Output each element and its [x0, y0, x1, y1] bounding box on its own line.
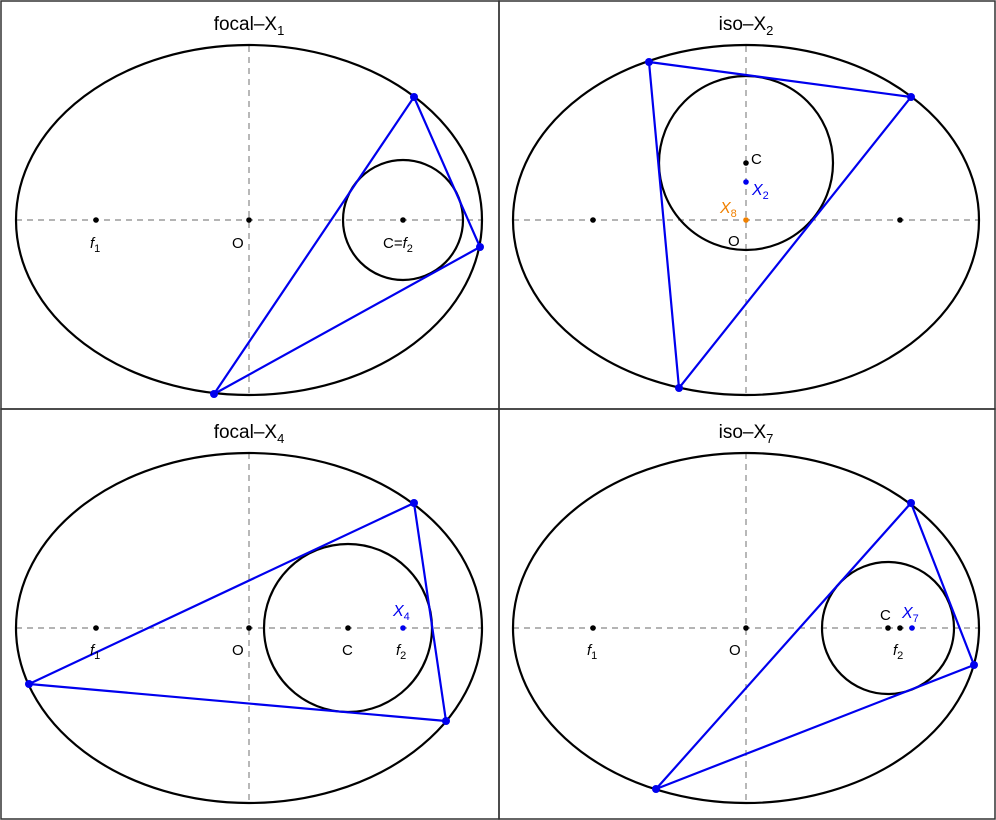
triangle-vertex — [410, 93, 418, 101]
center-c-point — [400, 217, 406, 223]
panel-title: iso–X2 — [719, 14, 774, 38]
triangle-vertex — [970, 661, 978, 669]
triangle-vertex — [25, 680, 33, 688]
center-c-point — [345, 625, 351, 631]
label-c-equals-f2: C=f2 — [383, 235, 413, 255]
triangle-vertex — [675, 384, 683, 392]
label-o: O — [729, 642, 741, 659]
label-f1: f1 — [90, 235, 100, 255]
triangle-vertex — [645, 58, 653, 66]
x2-point — [743, 179, 749, 185]
triangle-vertex — [210, 390, 218, 398]
poncelet-triangle — [647, 60, 914, 391]
label-o: O — [728, 233, 740, 250]
label-x7: X7 — [901, 605, 919, 625]
caustic-circle — [341, 158, 465, 282]
center-o-point — [743, 625, 749, 631]
caustic-circle — [820, 560, 956, 696]
label-f1: f1 — [90, 642, 100, 662]
triangle-vertex — [907, 93, 915, 101]
outer-ellipse — [14, 43, 484, 397]
focus-f1-point — [590, 625, 596, 631]
label-f2: f2 — [893, 642, 903, 662]
label-c: C — [751, 151, 762, 168]
triangle-vertex — [907, 499, 915, 507]
panel-border — [0, 408, 500, 820]
label-o: O — [232, 235, 244, 252]
poncelet-triangle — [24, 501, 448, 723]
center-c-point — [743, 160, 749, 166]
x4-point — [400, 625, 406, 631]
label-o: O — [232, 642, 244, 659]
x8-point — [743, 217, 749, 223]
panel-border — [498, 408, 996, 820]
label-f1: f1 — [587, 642, 597, 662]
label-x4: X4 — [392, 603, 410, 623]
label-x2: X2 — [751, 182, 769, 202]
triangle-vertex — [652, 785, 660, 793]
panel-border — [498, 0, 996, 410]
outer-ellipse — [511, 43, 981, 397]
panel-border — [0, 0, 500, 410]
poncelet-triangle — [213, 94, 482, 395]
panel-iso-x7: iso–X7 f1 O C f2 X7 — [498, 408, 996, 820]
outer-ellipse — [511, 451, 981, 805]
triangle-vertex — [442, 717, 450, 725]
focus-f2-point — [897, 217, 903, 223]
panel-title: iso–X7 — [719, 422, 774, 446]
triangle-vertex — [410, 499, 418, 507]
panel-focal-x4: focal–X4 f1 O C f2 X4 — [0, 408, 500, 820]
label-c: C — [342, 642, 353, 659]
poncelet-triangle — [655, 500, 976, 791]
focus-f1-point — [93, 217, 99, 223]
panel-iso-x2: iso–X2 C X2 X8 O — [498, 0, 996, 410]
panel-focal-x1: focal–X1 f1 O C=f2 — [0, 0, 500, 410]
label-c: C — [880, 607, 891, 624]
outer-ellipse — [14, 451, 484, 805]
center-o-point — [246, 217, 252, 223]
panel-title: focal–X1 — [214, 14, 285, 38]
focus-f1-point — [93, 625, 99, 631]
triangle-vertex — [476, 243, 484, 251]
center-c-point — [885, 625, 891, 631]
panel-title: focal–X4 — [214, 422, 285, 446]
focus-f2-point — [897, 625, 903, 631]
center-o-point — [246, 625, 252, 631]
focus-f1-point — [590, 217, 596, 223]
label-f2: f2 — [396, 642, 406, 662]
label-x8: X8 — [719, 200, 737, 220]
x7-point — [909, 625, 915, 631]
